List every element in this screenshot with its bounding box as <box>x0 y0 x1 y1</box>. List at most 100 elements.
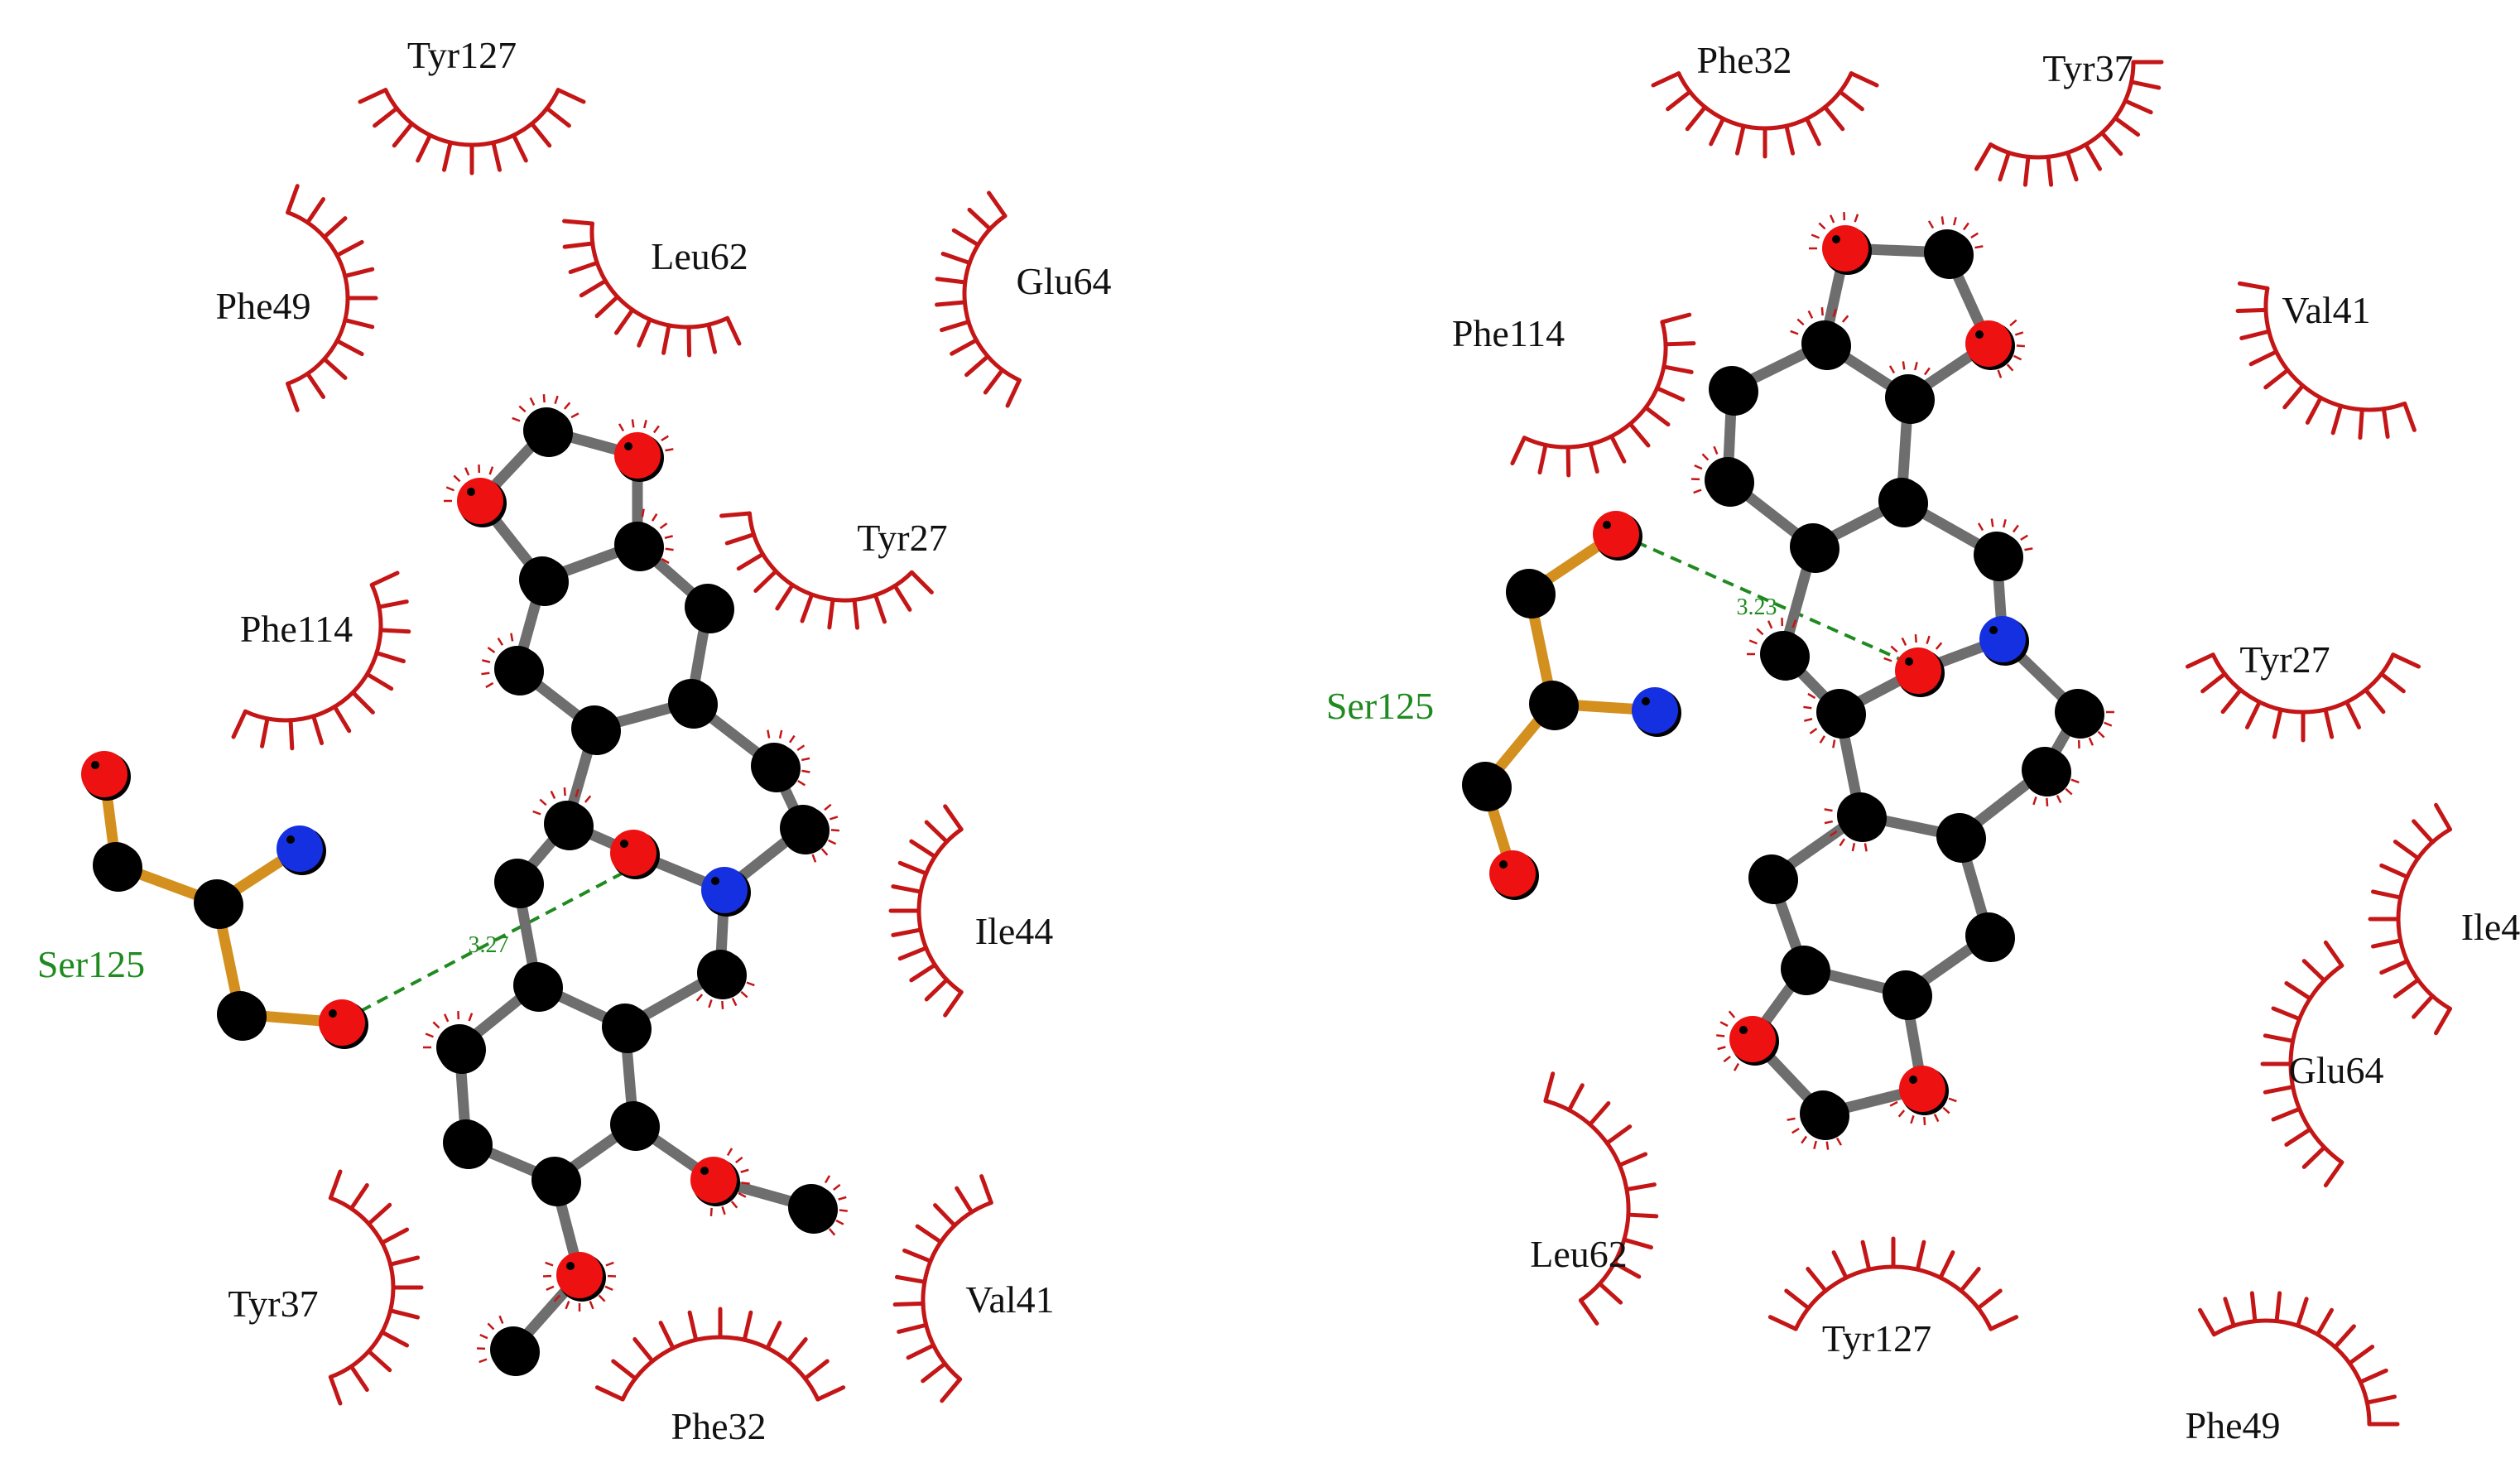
atom-contact-ticks-lig-3 <box>1790 307 1849 335</box>
hydrophobic-contact-arc-tyr37-1 <box>1974 60 2164 187</box>
hydrophobic-contact-arc-phe114-5 <box>231 570 411 751</box>
carbon-atom-lig-6 <box>1705 457 1754 507</box>
nitrogen-atom-ser-3 <box>1632 687 1681 737</box>
atom-contact-ticks-lig-24 <box>542 1261 617 1312</box>
carbon-atom-ser-4 <box>1462 762 1512 811</box>
oxygen-atom-lig-12 <box>610 830 660 879</box>
oxygen-atom-ser-0 <box>1593 511 1642 561</box>
atom-contact-ticks-lig-1 <box>618 419 674 452</box>
residue-label-val41: Val41 <box>965 1278 1054 1321</box>
carbon-atom-lig-5 <box>1709 366 1758 416</box>
carbon-atom-lig-5 <box>685 584 734 633</box>
residue-label-tyr27: Tyr27 <box>857 517 947 559</box>
carbon-atom-lig-8 <box>571 705 621 755</box>
atom-contact-ticks-lig-17 <box>423 1010 474 1049</box>
carbon-atom-lig-7 <box>668 679 718 729</box>
oxygen-atom-ser-5 <box>1489 850 1539 900</box>
hydrophobic-contact-arc-tyr37-7 <box>328 1169 424 1406</box>
hydrogen-bond-line <box>1618 532 1917 668</box>
atom-contact-ticks-lig-6 <box>481 633 514 689</box>
oxygen-atom-lig-1 <box>614 432 664 482</box>
nitrogen-atom-lig-12 <box>1979 616 2029 666</box>
oxygen-atom-ser-0 <box>81 751 131 801</box>
atom-contact-ticks-lig-4 <box>1888 361 1931 376</box>
hydrophobic-contact-arc-glu64-6 <box>2260 940 2344 1188</box>
atom-contact-ticks-lig-2 <box>444 464 494 503</box>
atom-contact-ticks-lig-6 <box>1690 445 1719 494</box>
atom-contact-ticks-lig-11 <box>811 803 839 863</box>
ligplot-panel-right: Phe32Tyr37Phe114Val41Tyr27Ile44Glu64Leu6… <box>1260 0 2520 1468</box>
atom-contact-ticks-lig-11 <box>1883 634 1943 662</box>
hydrophobic-contact-arc-phe114-2 <box>1510 312 1696 478</box>
oxygen-atom-lig-24 <box>556 1252 606 1302</box>
atom-contact-ticks-lig-9 <box>767 729 810 787</box>
residue-label-phe114: Phe114 <box>240 608 353 650</box>
hydrophobic-contact-arc-tyr27-4 <box>719 511 934 630</box>
oxygen-atom-lig-22 <box>690 1157 740 1206</box>
oxygen-atom-lig-23 <box>1899 1066 1949 1115</box>
residue-label-tyr127: Tyr127 <box>1822 1317 1931 1360</box>
hydrophobic-contact-arc-tyr27-4 <box>2185 652 2421 743</box>
residue-label-tyr127: Tyr127 <box>407 34 517 76</box>
residue-label-glu64: Glu64 <box>2289 1049 2384 1091</box>
carbon-atom-lig-8 <box>1790 523 1840 573</box>
hydrophobic-contact-arc-val41-3 <box>2235 281 2417 440</box>
atom-contact-ticks-lig-22 <box>1716 1010 1740 1071</box>
hydrophobic-contact-arc-phe32-9 <box>594 1307 846 1402</box>
carbon-atom-lig-3 <box>1801 320 1851 370</box>
carbon-atom-lig-10 <box>544 801 594 850</box>
carbon-atom-lig-16 <box>2022 747 2071 797</box>
hydrophobic-contact-arc-phe49-9 <box>2198 1291 2400 1427</box>
carbon-atom-lig-21 <box>1883 970 1932 1020</box>
atom-contact-ticks-lig-9 <box>1977 518 2033 551</box>
residue-label-tyr27: Tyr27 <box>2239 638 2330 681</box>
oxygen-atom-lig-2 <box>457 478 507 527</box>
carbon-atom-lig-15 <box>1837 792 1887 842</box>
atom-contact-ticks-lig-15 <box>1824 808 1868 852</box>
hbond-residue-label: Ser125 <box>1326 685 1434 727</box>
carbon-atom-lig-0 <box>523 407 573 457</box>
oxygen-atom-ser-5 <box>319 999 368 1049</box>
atom-contact-ticks-lig-23 <box>1889 1097 1957 1125</box>
carbon-atom-lig-3 <box>614 522 664 571</box>
nitrogen-atom-lig-13 <box>701 867 751 917</box>
carbon-atom-lig-20 <box>1781 946 1830 995</box>
carbon-atom-ser-2 <box>194 879 243 929</box>
carbon-atom-lig-14 <box>2055 689 2104 739</box>
atom-contact-ticks-lig-13 <box>1803 692 1836 748</box>
oxygen-atom-lig-22 <box>1729 1016 1779 1066</box>
carbon-atom-lig-7 <box>1878 478 1928 527</box>
residue-label-tyr37: Tyr37 <box>2042 47 2133 89</box>
hydrophobic-contact-arc-leu62-2 <box>562 219 742 358</box>
carbon-atom-lig-15 <box>513 962 563 1012</box>
hydrophobic-contact-arc-tyr127-8 <box>1767 1236 2019 1331</box>
carbon-atom-lig-18 <box>602 1004 652 1053</box>
nitrogen-atom-ser-3 <box>277 825 326 875</box>
carbon-atom-ser-2 <box>1529 681 1579 730</box>
atom-contact-ticks-lig-14 <box>2077 710 2114 749</box>
atom-contact-ticks-lig-23 <box>824 1175 848 1236</box>
hydrogen-bond-distance: 3.23 <box>1737 594 1777 620</box>
residue-label-ile44: Ile44 <box>975 910 1054 952</box>
hydrophobic-contact-arc-ile44-5 <box>2368 802 2452 1036</box>
hydrogen-bond-line <box>343 864 638 1022</box>
atom-contact-ticks-lig-24 <box>1787 1117 1843 1150</box>
interaction-diagram-right: Phe32Tyr37Phe114Val41Tyr27Ile44Glu64Leu6… <box>1326 39 2520 1446</box>
carbon-atom-lig-1 <box>1924 229 1974 279</box>
carbon-atom-lig-14 <box>494 859 544 908</box>
atom-contact-ticks-lig-25 <box>476 1315 504 1364</box>
carbon-atom-ser-1 <box>93 842 142 892</box>
carbon-atom-lig-19 <box>1965 912 2015 962</box>
carbon-atom-lig-4 <box>1885 374 1935 424</box>
hydrophobic-contact-arc-ile44-6 <box>888 804 964 1018</box>
carbon-atom-ser-1 <box>1506 569 1556 618</box>
carbon-atom-lig-17 <box>436 1024 486 1074</box>
atom-contact-ticks-lig-16 <box>695 981 755 1009</box>
interaction-diagram-left: Tyr127Phe49Leu62Glu64Tyr27Phe114Ile44Tyr… <box>37 34 1112 1447</box>
residue-label-phe32: Phe32 <box>671 1405 767 1447</box>
atom-contact-ticks-lig-0 <box>512 394 580 422</box>
atom-contact-ticks-lig-1 <box>1927 216 1984 249</box>
hydrogen-bond-distance: 3.27 <box>469 932 509 958</box>
